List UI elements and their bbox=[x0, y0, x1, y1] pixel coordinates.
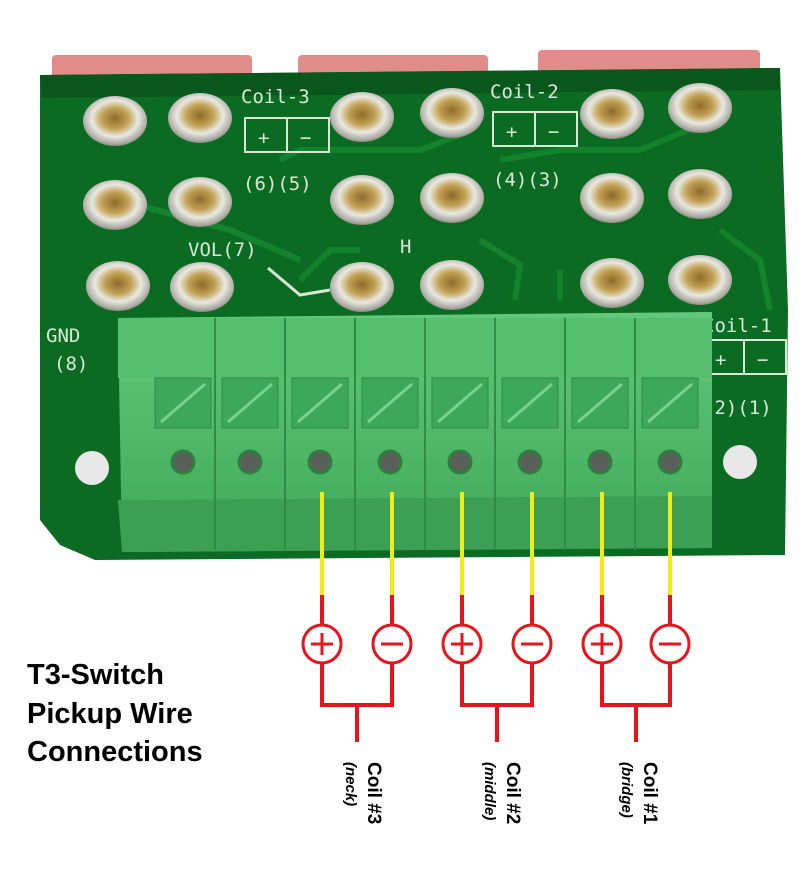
mount-hole-right bbox=[723, 445, 757, 479]
mount-hole-left bbox=[75, 451, 109, 485]
coil-1-position-label: (bridge) bbox=[618, 762, 638, 892]
terminal-lever-mark bbox=[437, 382, 483, 424]
terminal-wire-hole bbox=[377, 449, 403, 475]
terminal-wire-hole bbox=[517, 449, 543, 475]
coil2-plus-silk: + bbox=[506, 121, 517, 143]
coil3-minus-silk: − bbox=[300, 127, 311, 149]
coil-3-name: Coil #3 bbox=[363, 762, 384, 825]
title-line-2: Pickup Wire bbox=[27, 698, 193, 730]
coil-2-name: Coil #2 bbox=[502, 762, 523, 825]
coil-2-position-label: (middle) bbox=[481, 762, 501, 892]
terminal-lever-mark bbox=[577, 382, 623, 424]
gnd-silk: GND bbox=[46, 325, 80, 347]
pcb-board-shade bbox=[40, 68, 780, 98]
pcb-traces bbox=[119, 122, 773, 311]
vol-silk: VOL(7) bbox=[188, 239, 257, 261]
coil3-silk-label: Coil-3 bbox=[241, 86, 310, 108]
coil-2-label: Coil #2 bbox=[502, 762, 523, 892]
coil-3-position: (neck) bbox=[342, 762, 359, 807]
gnd-pin-silk: (8) bbox=[54, 353, 88, 375]
title-line-1: T3-Switch bbox=[27, 659, 164, 691]
coil2-minus-silk: − bbox=[548, 121, 559, 143]
coil-3-label: Coil #3 bbox=[363, 762, 384, 892]
terminal-wire-hole bbox=[307, 449, 333, 475]
silkscreen: Coil-3 Coil-2 Coil-1 + − + − + − (6)(5) … bbox=[46, 81, 787, 419]
pins-43-silk: (4)(3) bbox=[493, 169, 562, 191]
coil-1-position: (bridge) bbox=[618, 762, 635, 818]
coil1-plus-silk: + bbox=[715, 349, 726, 371]
wiring-diagram bbox=[301, 492, 691, 742]
terminal-lever-mark bbox=[227, 382, 273, 424]
title-line-3: Connections bbox=[27, 736, 203, 768]
terminal-wire-hole bbox=[587, 449, 613, 475]
coil1-silk-label: Coil-1 bbox=[703, 315, 772, 337]
coil-1-label: Coil #1 bbox=[639, 762, 660, 892]
terminal-wire-hole bbox=[447, 449, 473, 475]
terminal-lever-mark bbox=[507, 382, 553, 424]
terminal-lever-mark bbox=[647, 382, 693, 424]
solder-pads bbox=[83, 83, 732, 312]
coil1-minus-silk: − bbox=[757, 349, 768, 371]
terminal-lever-mark bbox=[160, 382, 206, 424]
coil-1-name: Coil #1 bbox=[639, 762, 660, 825]
terminal-wire-hole bbox=[237, 449, 263, 475]
terminal-lever-mark bbox=[297, 382, 343, 424]
h-mark-silk: H bbox=[400, 236, 411, 258]
pins-65-silk: (6)(5) bbox=[243, 173, 312, 195]
coil2-silk-label: Coil-2 bbox=[490, 81, 559, 103]
terminal-block bbox=[118, 312, 712, 552]
terminal-wire-hole bbox=[170, 449, 196, 475]
terminal-wire-hole bbox=[657, 449, 683, 475]
coil-2-position: (middle) bbox=[481, 762, 498, 821]
pins-21-silk: (2)(1) bbox=[703, 397, 772, 419]
terminal-lever-mark bbox=[367, 382, 413, 424]
coil3-plus-silk: + bbox=[258, 127, 269, 149]
coil-3-position-label: (neck) bbox=[342, 762, 362, 892]
